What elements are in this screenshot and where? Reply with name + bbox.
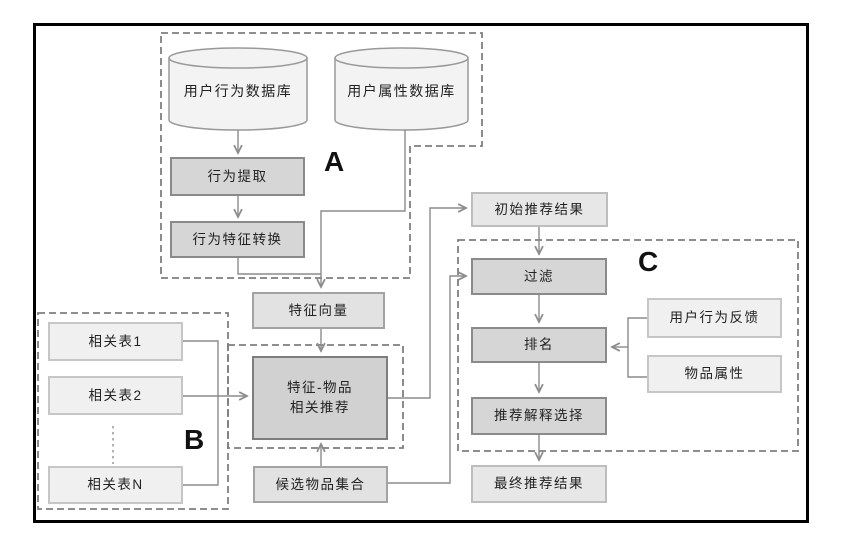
group-c-outline [457,239,799,452]
edge-tables-bracket [183,340,219,486]
node-label: 相关表N [87,477,144,493]
node-behavior-extraction: 行为提取 [170,157,305,196]
user-attr-db-cylinder-top [334,47,469,69]
node-label: 相关表2 [88,387,143,403]
user-attr-db-cylinder [334,57,469,131]
node-related-table-n: 相关表N [48,466,183,504]
node-final-result: 最终推荐结果 [471,465,607,503]
node-explain-select: 推荐解释选择 [471,397,607,435]
feature-item-group-outline [227,344,404,449]
node-label: 过滤 [524,268,554,284]
node-feature-vector: 特征向量 [252,292,385,329]
node-label: 排名 [524,337,554,353]
node-label: 相关表1 [88,333,143,349]
user-behavior-db-cylinder-top [168,47,308,69]
node-user-behavior-feedback: 用户行为反馈 [647,298,782,338]
edge-featureitem-to-initial [388,208,466,399]
group-a-label: A [324,146,345,177]
node-label: 候选物品集合 [275,476,366,492]
node-label-line2: 相关推荐 [290,400,350,415]
node-label: 特征-物品 相关推荐 [287,378,353,417]
node-label: 行为提取 [207,168,268,184]
node-label-line1: 特征-物品 [287,380,353,396]
group-a-outline [160,32,483,279]
node-filter: 过滤 [471,258,607,295]
node-label: 物品属性 [684,366,745,382]
node-label: 用户行为数据库 [183,83,293,99]
node-label: 行为特征转换 [192,231,283,247]
group-c-label: C [638,246,659,277]
edge-attrdb-to-featurevector [321,130,406,287]
node-label: 用户行为反馈 [669,310,760,326]
user-behavior-db-cylinder [168,57,308,131]
edge-candidates-to-filter [388,276,466,484]
node-label: 推荐解释选择 [494,408,584,424]
edge-transform-join [237,258,321,275]
node-feature-item-recommend: 特征-物品 相关推荐 [252,356,388,440]
node-user-behavior-db: 用户行为数据库 [169,60,307,122]
node-related-table-1: 相关表1 [48,322,183,361]
node-user-attr-db: 用户属性数据库 [335,60,468,122]
edge-feedback-bracket [627,317,647,378]
node-label: 特征向量 [288,302,349,318]
node-label: 最终推荐结果 [494,476,584,492]
node-rank: 排名 [471,327,607,363]
node-label: 初始推荐结果 [494,201,585,217]
group-b-label: B [184,424,205,455]
node-behavior-feature-transform: 行为特征转换 [170,221,305,258]
node-candidate-item-set: 候选物品集合 [253,466,388,503]
node-related-table-2: 相关表2 [48,376,183,415]
node-item-attr: 物品属性 [647,355,782,393]
node-initial-result: 初始推荐结果 [471,192,608,227]
node-label: 用户属性数据库 [347,83,456,99]
